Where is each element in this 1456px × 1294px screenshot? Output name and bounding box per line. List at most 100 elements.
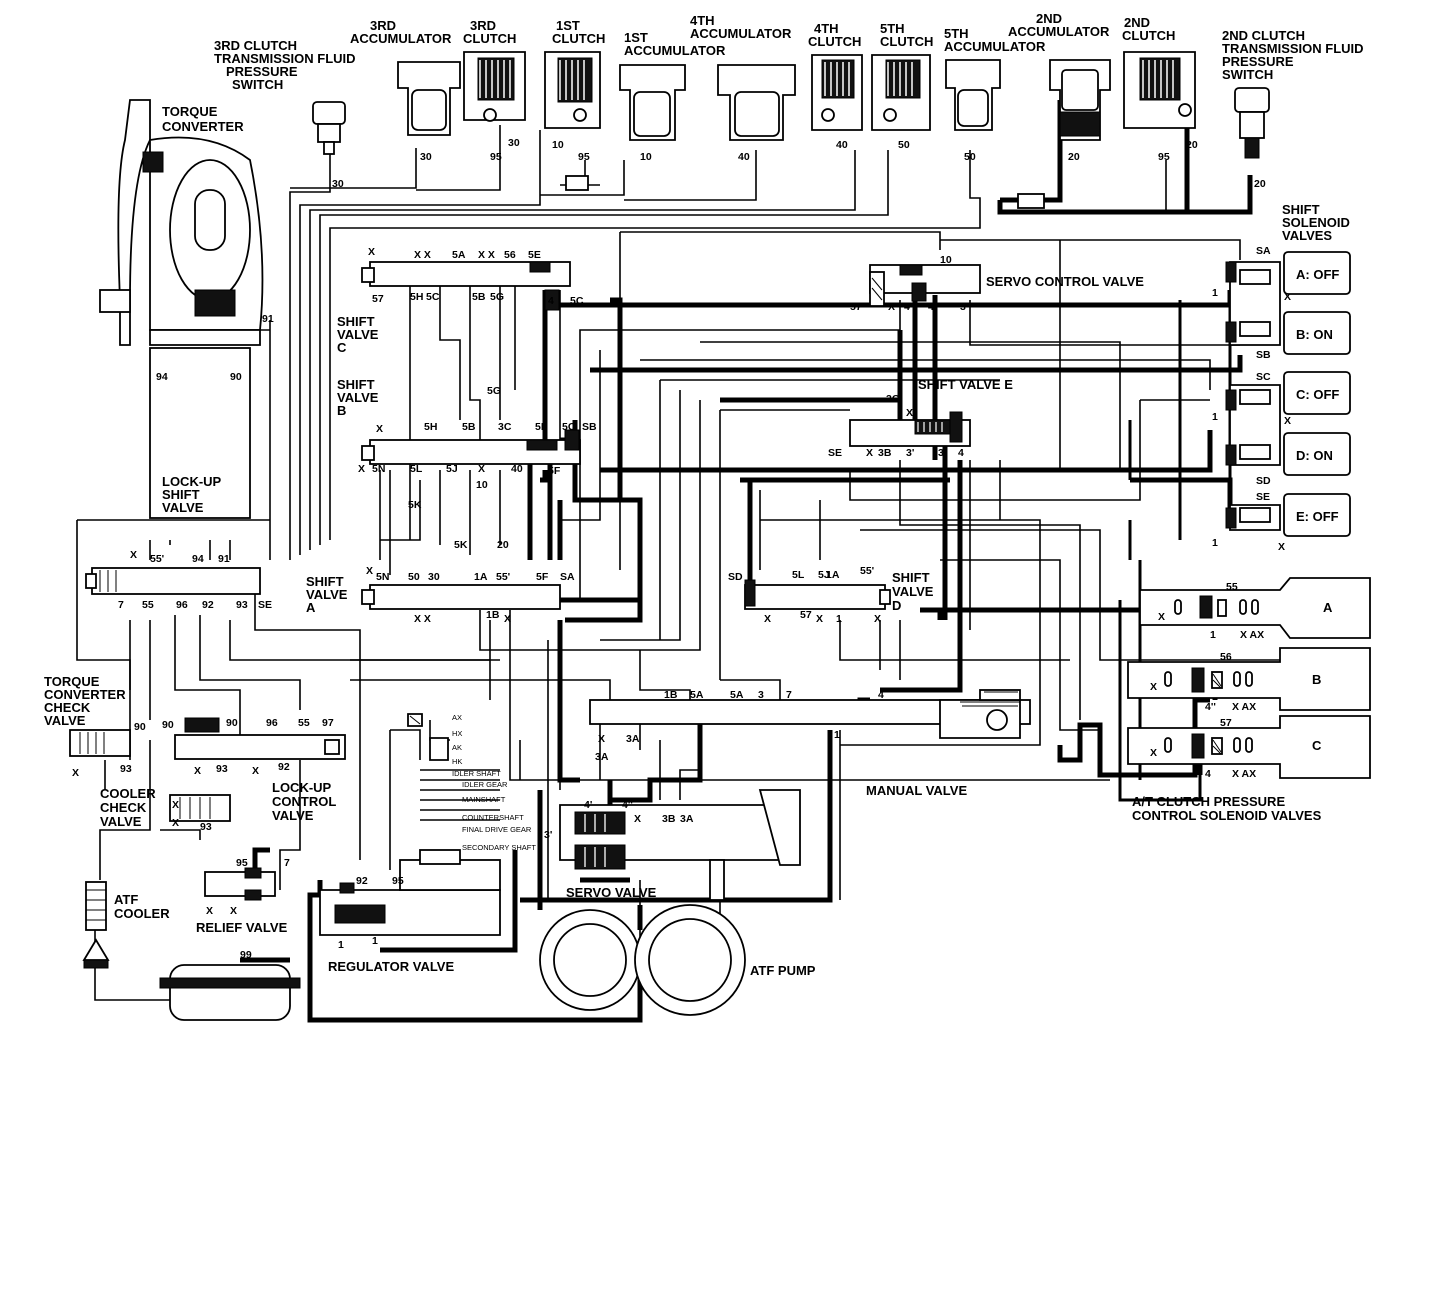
port-label: 5E — [528, 249, 541, 261]
solenoid-state: A: OFF — [1296, 267, 1339, 282]
port-label: 40 — [836, 139, 848, 151]
label-line: 1ST — [624, 30, 648, 45]
top-components: 30 30 95 30 10 95 10 — [312, 51, 1270, 209]
solenoid-state: E: OFF — [1296, 509, 1339, 524]
label-line: PRESSURE — [226, 64, 298, 79]
port-label: 5F — [536, 571, 549, 583]
label-line: A/T CLUTCH PRESSURE — [1132, 794, 1285, 809]
legend-text: HX — [452, 729, 462, 738]
torque-converter: 91 — [99, 99, 274, 346]
label-line: ACCUMULATOR — [690, 26, 792, 41]
port-label: 1 — [372, 935, 378, 947]
label-clutch1: 1ST CLUTCH — [552, 18, 605, 46]
port-label: 3A — [680, 813, 694, 825]
clutch2-pressure-switch: 20 — [1234, 87, 1270, 190]
label-shift-valve-d: SHIFT VALVE D — [892, 570, 934, 613]
label-manual-valve: MANUAL VALVE — [866, 783, 967, 798]
port-label: 5F — [548, 465, 561, 477]
label-line: 4TH — [690, 13, 715, 28]
port-label: 3B — [662, 813, 676, 825]
port-label: 95 — [578, 151, 590, 163]
port-label: X — [598, 733, 605, 745]
label-line: VALVE — [337, 327, 379, 342]
label-line: CLUTCH — [552, 31, 605, 46]
label-line: 2ND CLUTCH — [1222, 28, 1305, 43]
tc-check-valve: 90 93 X — [69, 721, 146, 779]
port-label: 55 — [1226, 581, 1238, 593]
port-label: X — [906, 407, 913, 419]
shift-valve-b: 5G X 5H 5B 3C 5E 5C SB X 5N 5L 5J X 10 4… — [358, 385, 597, 511]
port-label: 5L — [792, 569, 805, 581]
label-line: VALVE — [162, 500, 204, 515]
legend-text: HK — [452, 757, 462, 766]
manual-valve: 1B 5A 5A 3 7 4 1 X 3A 3A — [589, 689, 1031, 763]
label-relief-valve: RELIEF VALVE — [196, 920, 288, 935]
label-lockup-control: LOCK-UP CONTROL VALVE — [272, 780, 336, 823]
label-clutch5: 5TH CLUTCH — [880, 21, 933, 49]
check-ball — [1017, 193, 1045, 209]
label-shift-valve-b: SHIFT VALVE B — [337, 377, 379, 418]
solenoid-tag: SA — [1256, 245, 1271, 257]
port-label: 94 — [192, 553, 204, 565]
port-label: 3' — [906, 447, 914, 459]
port-label: X — [172, 799, 179, 811]
label-at-clutch-solenoids: A/T CLUTCH PRESSURE CONTROL SOLENOID VAL… — [1132, 794, 1322, 823]
port-label: X — [194, 765, 201, 777]
label-line: 3RD CLUTCH — [214, 38, 297, 53]
label-line: SWITCH — [232, 77, 283, 92]
label-line: SHIFT — [306, 574, 344, 589]
label-clutch3: 3RD CLUTCH — [463, 18, 516, 46]
label-line: CONVERTER — [44, 687, 126, 702]
port-label: X — [866, 447, 873, 459]
label-line: D — [892, 598, 901, 613]
port-label: 5A — [690, 689, 704, 701]
port-label: 3' — [544, 829, 552, 841]
port-label: 5E — [535, 421, 548, 433]
label-line: 2ND — [1124, 15, 1150, 30]
port-label: 1B — [664, 689, 678, 701]
port-label: 50 — [408, 571, 420, 583]
label-line: ACCUMULATOR — [624, 43, 726, 58]
clutch-solenoid-b: 56 B X X AX 4'' — [1127, 647, 1371, 713]
label-line: CHECK — [44, 700, 91, 715]
label-line: TORQUE — [162, 104, 218, 119]
clutch-solenoid-a: 55 A X X AX 1 — [1139, 577, 1371, 641]
port-label: 3C — [498, 421, 512, 433]
clutch-pressure-solenoids: 55 A X X AX 1 56 B X X AX 4'' — [1127, 577, 1371, 780]
port-label: 92 — [202, 599, 214, 611]
port-label: 4' — [584, 799, 592, 811]
label-clutch2: 2ND CLUTCH — [1122, 15, 1175, 43]
port-label: 30 — [508, 137, 520, 149]
label-torque-converter: TORQUE CONVERTER — [162, 104, 244, 134]
port-label: 93 — [236, 599, 248, 611]
label-atf-pump: ATF PUMP — [750, 963, 816, 978]
label-line: SOLENOID — [1282, 215, 1350, 230]
servo-valve: 4' 4'' X 3B 3A 3' — [544, 789, 801, 901]
label-atf-cooler: ATF COOLER — [114, 892, 170, 921]
port-label: 96 — [266, 717, 278, 729]
label-line: TRANSMISSION FLUID — [1222, 41, 1364, 56]
port-label: X — [874, 613, 881, 625]
label-accum2: 2ND ACCUMULATOR — [1008, 11, 1110, 39]
label-line: CLUTCH — [880, 34, 933, 49]
port-label: X X — [478, 249, 495, 261]
label-line: COOLER — [114, 906, 170, 921]
port-label: 1 — [836, 613, 842, 625]
port-label: 57 — [800, 609, 812, 621]
solenoid-state: D: ON — [1296, 448, 1333, 463]
port-label: X — [366, 565, 373, 577]
port-label: 92 — [356, 875, 368, 887]
port-label: 5B — [462, 421, 476, 433]
solenoid-tag: SE — [1256, 491, 1270, 503]
accum1: 10 — [619, 64, 686, 163]
port-label: 50 — [964, 151, 976, 163]
solenoid-state: C: OFF — [1296, 387, 1339, 402]
clutch-solenoid-name: C — [1312, 738, 1322, 753]
label-shift-valve-a: SHIFT VALVE A — [306, 574, 348, 615]
label-line: TRANSMISSION FLUID — [214, 51, 356, 66]
label-line: VALVE — [892, 584, 934, 599]
label-line: SWITCH — [1222, 67, 1273, 82]
port-label: 5J — [818, 569, 830, 581]
port-label: X — [358, 463, 365, 475]
